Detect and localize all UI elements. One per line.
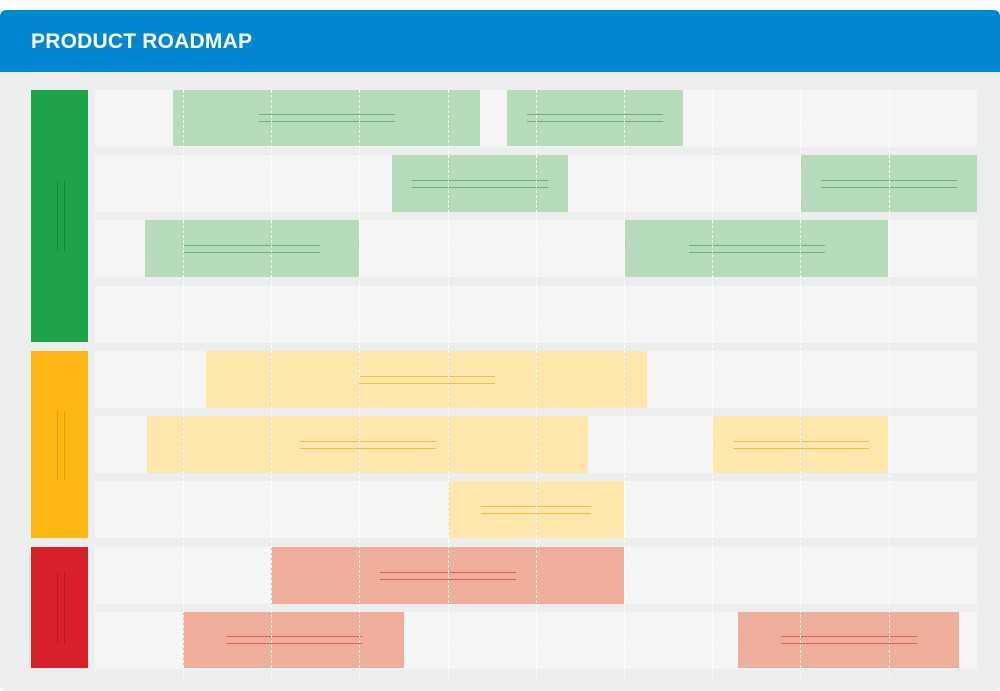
bar-placeholder-text bbox=[299, 440, 436, 449]
time-gridline bbox=[889, 90, 890, 678]
category-yellow bbox=[31, 351, 88, 538]
roadmap-bar[interactable] bbox=[145, 220, 359, 277]
time-gridline bbox=[183, 90, 184, 678]
bar-placeholder-text bbox=[184, 244, 320, 253]
roadmap-bar[interactable] bbox=[738, 612, 959, 668]
time-gridline bbox=[448, 90, 449, 678]
category-green bbox=[31, 90, 88, 342]
category-marker bbox=[57, 181, 65, 251]
bar-placeholder-text bbox=[527, 114, 663, 122]
time-gridline bbox=[271, 90, 272, 678]
category-marker bbox=[57, 572, 65, 643]
page-title: PRODUCT ROADMAP bbox=[31, 30, 253, 53]
roadmap-card: PRODUCT ROADMAP bbox=[0, 10, 1000, 691]
roadmap-bar[interactable] bbox=[507, 90, 683, 146]
bar-placeholder-text bbox=[412, 179, 548, 188]
roadmap-bar[interactable] bbox=[147, 416, 588, 473]
bar-placeholder-text bbox=[780, 636, 917, 644]
time-gridline bbox=[359, 90, 360, 678]
roadmap-bar[interactable] bbox=[392, 155, 568, 212]
time-gridline bbox=[800, 90, 801, 678]
roadmap-bar[interactable] bbox=[271, 547, 624, 604]
category-red bbox=[31, 547, 88, 668]
bar-placeholder-text bbox=[688, 244, 825, 253]
time-gridline bbox=[712, 90, 713, 678]
roadmap-bar[interactable] bbox=[625, 220, 888, 277]
time-gridline bbox=[536, 90, 537, 678]
bar-placeholder-text bbox=[258, 114, 395, 122]
roadmap-bar[interactable] bbox=[183, 612, 404, 668]
category-marker bbox=[57, 409, 65, 480]
roadmap-bar[interactable] bbox=[173, 90, 480, 146]
bar-placeholder-text bbox=[225, 636, 362, 644]
bar-placeholder-text bbox=[358, 375, 495, 384]
header-bar: PRODUCT ROADMAP bbox=[0, 10, 1000, 72]
roadmap-bar[interactable] bbox=[206, 351, 647, 408]
time-gridline bbox=[624, 90, 625, 678]
bar-placeholder-text bbox=[379, 571, 516, 580]
